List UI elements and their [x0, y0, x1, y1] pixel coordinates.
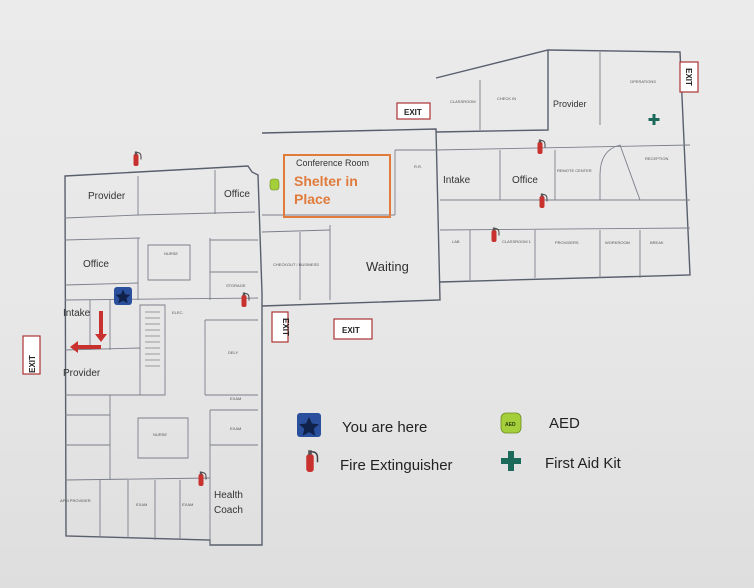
- label-dely: DELY: [228, 350, 238, 355]
- exit-top-middle: EXIT: [396, 102, 431, 120]
- svg-text:EXIT: EXIT: [281, 318, 290, 336]
- first-aid-marker: [648, 114, 660, 125]
- label-lab: LAB: [452, 239, 460, 244]
- label-exam-d: EXAM: [182, 502, 193, 507]
- legend-aed-label: AED: [549, 415, 580, 432]
- label-apm-provider: APM PROVIDER: [60, 498, 91, 503]
- label-classroom: CLASSROOM 1: [502, 239, 532, 244]
- fire-extinguisher-markers: [133, 139, 548, 487]
- label-exam-b: EXAM: [230, 426, 241, 431]
- legend: You are here AED AED Fire Extinguisher F…: [297, 412, 622, 474]
- room-waiting: Waiting: [366, 259, 409, 274]
- room-health-coach-1: Health: [214, 490, 243, 501]
- svg-text:EXIT: EXIT: [684, 68, 693, 86]
- shelter-label-line2: Place: [294, 191, 331, 207]
- legend-fire-extinguisher-label: Fire Extinguisher: [340, 457, 453, 474]
- room-conference: Conference Room: [296, 158, 369, 168]
- room-office-top: Office: [224, 189, 250, 200]
- label-storage: STORAGE: [226, 283, 246, 288]
- label-workroom: WORKROOM: [605, 240, 630, 245]
- label-classroom-top: CLASSROOM: [450, 99, 476, 104]
- label-checkin: CHECK IN: [497, 96, 516, 101]
- room-health-coach-2: Coach: [214, 505, 243, 516]
- label-reception: RECEPTION: [645, 156, 668, 161]
- svg-text:EXIT: EXIT: [28, 355, 37, 373]
- room-provider-right: Provider: [553, 99, 587, 109]
- label-providers: PROVIDERS: [555, 240, 579, 245]
- label-remote-center: REMOTE CENTER: [557, 168, 592, 173]
- exit-bottom-middle: EXIT: [333, 318, 373, 340]
- legend-fire-extinguisher: Fire Extinguisher: [306, 450, 453, 474]
- label-exam-a: EXAM: [230, 396, 241, 401]
- label-elec: ELEC.: [172, 310, 184, 315]
- legend-you-are-here: You are here: [297, 413, 427, 437]
- label-exam-c: EXAM: [136, 502, 147, 507]
- legend-first-aid-icon: [501, 451, 521, 471]
- you-are-here-marker: [114, 287, 132, 305]
- shelter-in-place-area: Shelter in Place: [283, 154, 391, 218]
- legend-fire-extinguisher-icon: [306, 450, 319, 472]
- legend-aed-icon: [500, 412, 522, 434]
- room-labels: Provider Office Office Intake Provider H…: [63, 99, 587, 516]
- legend-you-are-here-label: You are here: [342, 419, 427, 436]
- legend-aed: AED AED: [500, 412, 580, 434]
- evacuation-arrows: [70, 311, 107, 353]
- room-provider-top-left: Provider: [88, 191, 126, 202]
- legend-first-aid-label: First Aid Kit: [545, 455, 622, 472]
- label-nurse-bottom: NURSE: [153, 432, 167, 437]
- room-intake-right: Intake: [443, 175, 471, 186]
- exit-left: EXIT: [22, 335, 41, 375]
- stairs: [145, 311, 160, 367]
- exit-middle-vertical: EXIT: [271, 311, 290, 343]
- svg-text:AED: AED: [505, 422, 516, 428]
- room-office-right: Office: [512, 175, 538, 186]
- label-nurse-top: NURSE: [164, 251, 178, 256]
- interior-walls: [64, 52, 691, 545]
- small-room-labels: NURSE NURSE STORAGE ELEC. DELY EXAM EXAM…: [60, 79, 668, 507]
- building-walls: [64, 49, 691, 546]
- room-provider-left: Provider: [63, 368, 101, 379]
- svg-text:EXIT: EXIT: [404, 108, 422, 117]
- room-office-left: Office: [83, 259, 109, 270]
- label-operations: OPERATIONS: [630, 79, 656, 84]
- shelter-label-line1: Shelter in: [294, 173, 358, 189]
- exit-top-right: EXIT: [679, 61, 699, 93]
- label-break: BREAK: [650, 240, 664, 245]
- label-checkout: CHECKOUT / BUSINESS: [273, 262, 319, 267]
- label-rr: R.R.: [414, 164, 422, 169]
- legend-first-aid: First Aid Kit: [501, 451, 622, 472]
- aed-marker: [269, 178, 280, 191]
- room-intake-left: Intake: [63, 308, 91, 319]
- svg-text:EXIT: EXIT: [342, 326, 360, 335]
